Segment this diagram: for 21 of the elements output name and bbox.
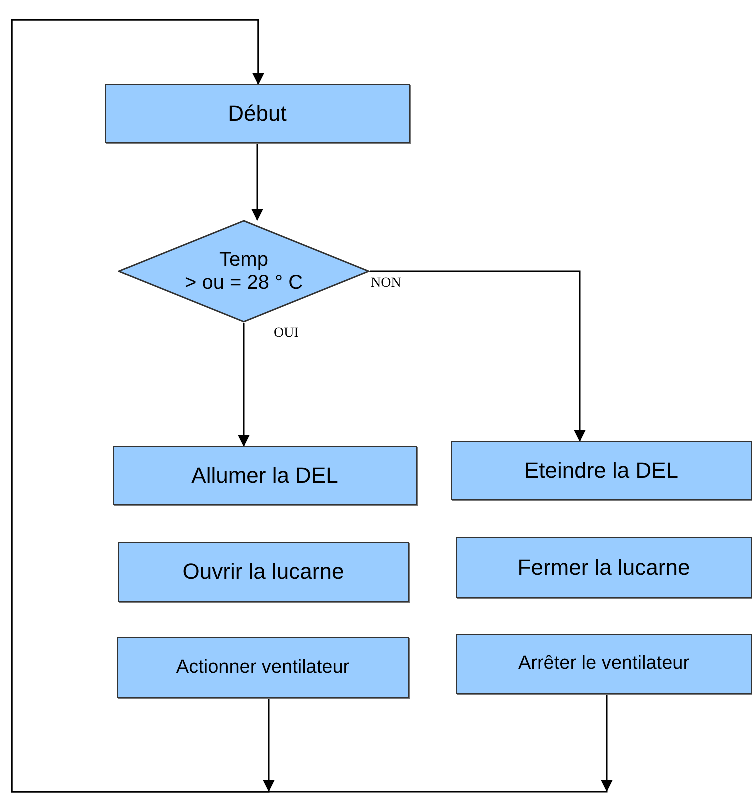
box-label: Eteindre la DEL xyxy=(524,458,679,484)
box-label: Allumer la DEL xyxy=(192,462,338,488)
box-label: Arrêter le ventilateur xyxy=(518,653,690,675)
arrow xyxy=(11,19,613,793)
box-label: Début xyxy=(228,100,287,126)
process-box xyxy=(118,542,409,602)
arrow xyxy=(252,143,264,221)
arrow xyxy=(238,323,250,447)
process-box xyxy=(117,637,409,698)
box-label: Fermer la lucarne xyxy=(518,554,690,580)
box-label: Ouvrir la lucarne xyxy=(182,559,344,585)
box-label: Temp xyxy=(220,248,268,272)
process-box xyxy=(456,634,752,694)
process-box xyxy=(456,537,752,598)
arrow xyxy=(370,270,586,442)
box-label: > ou = 28 ° C xyxy=(184,272,304,294)
box-label: Actionner ventilateur xyxy=(176,656,350,678)
decision-diamond xyxy=(118,220,370,323)
process-box xyxy=(113,446,417,505)
process-box xyxy=(451,441,752,500)
process-box xyxy=(105,84,410,143)
